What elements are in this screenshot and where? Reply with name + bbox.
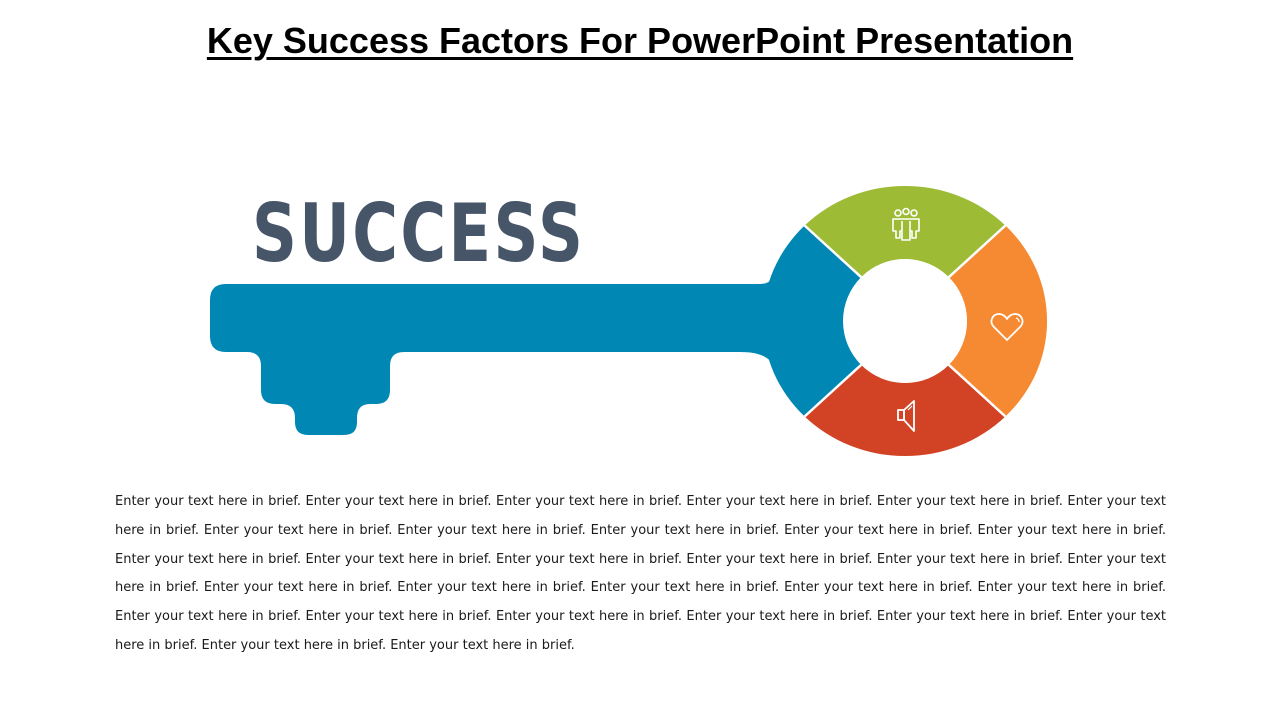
ring-hole [843, 259, 967, 383]
team-icon [892, 207, 920, 241]
ring-segment-top [804, 185, 1006, 278]
key-shaft [210, 258, 862, 435]
slide-title-text: Key Success Factors For PowerPoint Prese… [206, 20, 1074, 61]
ring-segment-right [948, 225, 1048, 417]
success-word: SUCCESS [252, 187, 586, 280]
heart-icon [990, 313, 1024, 341]
ring-segment-bottom [804, 364, 1006, 457]
slide-title: Key Success Factors For PowerPoint Prese… [0, 20, 1280, 62]
ring-segment-left [762, 225, 862, 417]
ring-separators [803, 224, 1007, 418]
body-paragraph: Enter your text here in brief. Enter you… [115, 494, 1166, 653]
speaker-icon [897, 400, 915, 432]
